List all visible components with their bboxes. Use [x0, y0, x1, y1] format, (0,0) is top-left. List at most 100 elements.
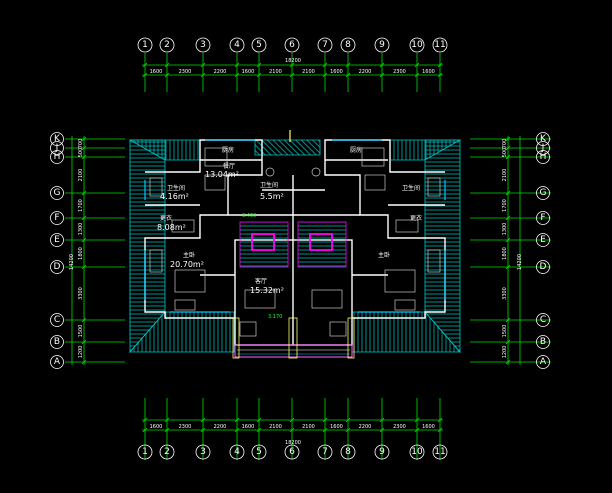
dimension-segment-label: 1600 [242, 69, 255, 75]
windows [144, 139, 446, 313]
room-label-dressing-left: 更衣 [160, 214, 172, 222]
stairwell [239, 221, 347, 268]
axis-label-1: 1 [142, 447, 148, 457]
dimension-segment-label: 2200 [359, 424, 372, 430]
axis-label-C: C [540, 315, 546, 325]
axis-label-3: 3 [200, 40, 206, 50]
axis-label-11: 11 [434, 40, 445, 50]
building-walls [144, 139, 446, 346]
axis-bubble-8 [340, 37, 356, 53]
bottom-total-dimension: 18200 [285, 440, 301, 446]
axis-label-K: K [540, 134, 547, 144]
axis-label-2: 2 [164, 447, 170, 457]
axis-bubble-E [50, 233, 64, 247]
dimension-segment-label: 500 [78, 148, 84, 158]
axis-bubble-G [50, 186, 64, 200]
dimension-segment-label: 1700 [502, 199, 508, 212]
axis-label-6: 6 [289, 447, 295, 457]
axis-bubble-A [536, 355, 550, 369]
room-area-living: 15.32m² [250, 286, 284, 295]
dimension-segment-label: 500 [502, 148, 508, 158]
dimension-segment-label: 1200 [78, 346, 84, 359]
room-label-dressing-right: 更衣 [410, 214, 422, 222]
axis-bubble-1 [137, 37, 153, 53]
axis-label-H: H [54, 152, 61, 162]
dimension-segment-label: 2200 [214, 69, 227, 75]
axis-label-8: 8 [345, 447, 351, 457]
elevation-mark-lower: 3.170 [268, 314, 282, 320]
dimension-segment-label: 1500 [502, 325, 508, 338]
room-label-master-right: 主卧 [378, 251, 390, 259]
right-total-dimension: 14200 [517, 254, 523, 270]
dimension-segment-label: 1800 [502, 247, 508, 260]
axis-label-7: 7 [322, 447, 328, 457]
room-label-bath-left: 卫生间 [167, 184, 185, 192]
axis-bubble-11 [432, 37, 448, 53]
axis-label-6: 6 [289, 40, 295, 50]
axis-label-11: 11 [434, 447, 445, 457]
dimension-segment-label: 1600 [150, 424, 163, 430]
axis-bubble-8 [340, 444, 356, 460]
axis-bubble-4 [229, 37, 245, 53]
axis-label-J: J [55, 143, 59, 153]
axis-label-H: H [540, 152, 547, 162]
axis-label-F: F [54, 213, 59, 223]
axis-label-8: 8 [345, 40, 351, 50]
dimension-segment-label: 2100 [269, 424, 282, 430]
room-label-bath-center: 卫生间 [260, 181, 278, 189]
axis-bubble-F [50, 211, 64, 225]
dimension-segment-label: 1300 [502, 223, 508, 236]
dimension-segment-label: 2100 [302, 69, 315, 75]
axis-label-4: 4 [234, 447, 240, 457]
axis-bubble-3 [195, 37, 211, 53]
axis-bubble-6 [284, 37, 300, 53]
furniture [149, 147, 441, 337]
axis-bubble-6 [284, 444, 300, 460]
dimension-segment-label: 2300 [179, 69, 192, 75]
axis-label-G: G [540, 188, 547, 198]
axis-bubble-10 [409, 444, 425, 460]
axis-bubble-J [50, 141, 64, 155]
dimension-segment-label: 3300 [502, 287, 508, 300]
dimension-segment-label: 1300 [78, 223, 84, 236]
axis-label-A: A [54, 357, 61, 367]
dimension-segment-label: 2300 [393, 424, 406, 430]
axis-label-C: C [54, 315, 60, 325]
axis-bubble-B [536, 335, 550, 349]
axis-bubble-D [536, 260, 550, 274]
room-label-bath-right: 卫生间 [402, 184, 420, 192]
axis-bubble-H [50, 150, 64, 164]
room-area-bath-center: 5.5m² [260, 192, 284, 201]
dimension-segment-label: 2300 [179, 424, 192, 430]
axis-label-E: E [540, 235, 546, 245]
room-labels: 餐厅 13.04m² 卫生间 5.5m² 卫生间 4.16m² 卫生间 更衣 8… [157, 146, 422, 320]
axis-bubble-C [50, 313, 64, 327]
room-label-living: 客厅 [255, 277, 267, 285]
axis-label-D: D [54, 262, 61, 272]
segment-dimension-labels: 1600 2300 2200 1600 2100 2100 1600 2200 2300 1600… [78, 69, 508, 430]
axis-bubble-1 [137, 444, 153, 460]
dimension-segment-label: 2200 [359, 69, 372, 75]
room-label-dining: 餐厅 [223, 162, 235, 170]
axis-label-B: B [540, 337, 546, 347]
left-total-dimension: 14200 [69, 254, 75, 270]
roof-eaves [128, 130, 462, 354]
axis-bubble-7 [317, 444, 333, 460]
dimension-segment-label: 700 [78, 139, 84, 149]
elevation-mark-upper: 3.400 [242, 213, 256, 219]
axis-label-10: 10 [411, 40, 423, 50]
axis-bubble-9 [374, 444, 390, 460]
axis-bubble-5 [251, 37, 267, 53]
axis-label-3: 3 [200, 447, 206, 457]
axis-label-1: 1 [142, 40, 148, 50]
dimension-segment-label: 1800 [78, 247, 84, 260]
room-area-bath-left: 4.16m² [160, 192, 189, 201]
axis-bubble-E [536, 233, 550, 247]
axis-label-G: G [54, 188, 61, 198]
dimension-segment-label: 1500 [78, 325, 84, 338]
dimension-segment-label: 1600 [422, 424, 435, 430]
room-label-kitchen-right: 厨房 [350, 146, 362, 154]
dimension-lines [65, 53, 551, 460]
dimension-segment-label: 1600 [330, 69, 343, 75]
